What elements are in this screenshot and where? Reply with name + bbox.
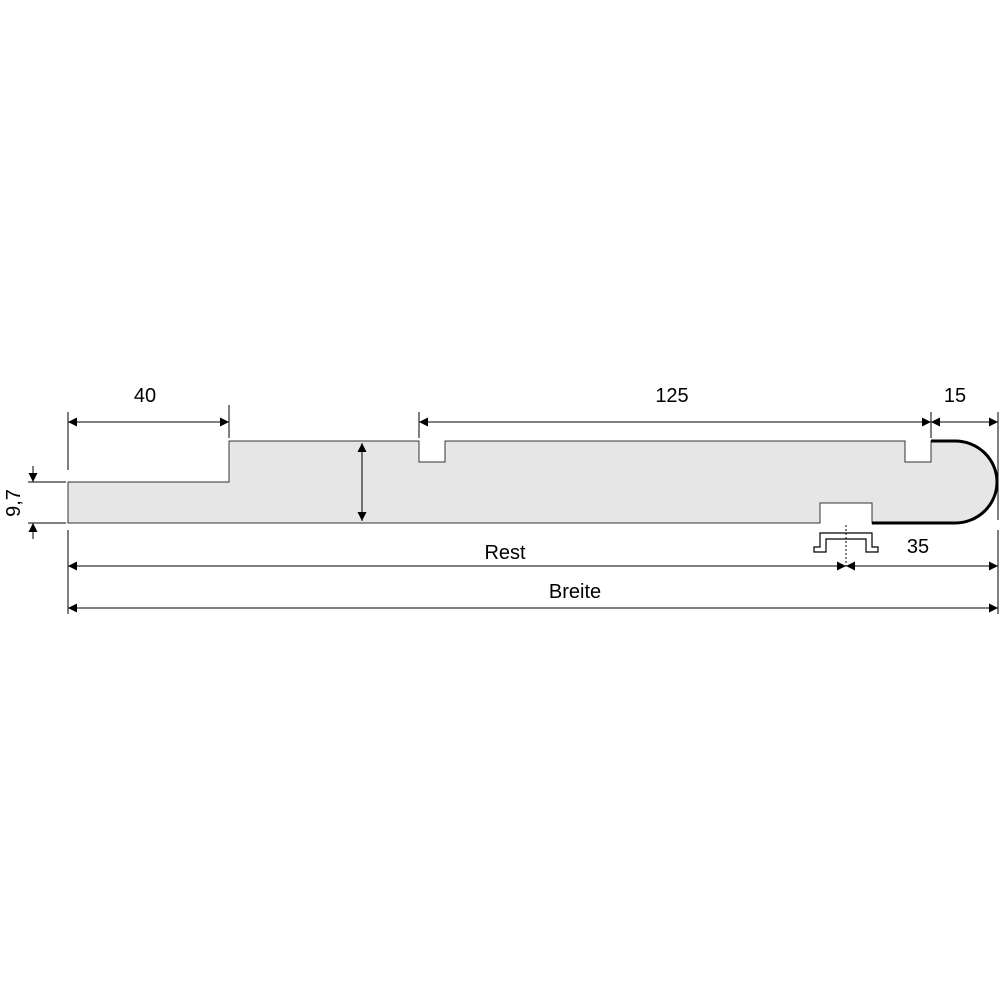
extension-lines bbox=[28, 405, 999, 614]
label-rest: Rest bbox=[484, 542, 526, 564]
nose-edge bbox=[872, 439, 999, 525]
dimension-lines bbox=[28, 417, 998, 613]
label-35: 35 bbox=[907, 536, 929, 558]
board-profile bbox=[67, 440, 998, 524]
label-15: 15 bbox=[944, 385, 966, 407]
label-40: 40 bbox=[134, 385, 156, 407]
label-9-7: 9,7 bbox=[3, 489, 25, 517]
label-breite: Breite bbox=[549, 581, 601, 603]
label-125: 125 bbox=[655, 385, 688, 407]
rail-profile bbox=[813, 525, 879, 566]
